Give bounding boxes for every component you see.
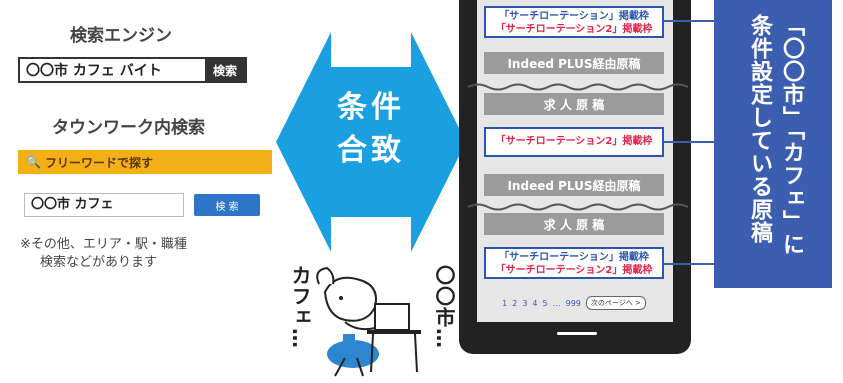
- thought-cafe: カフェ…: [288, 265, 312, 349]
- wave-divider-icon: [468, 203, 688, 211]
- arrow-text-line-1: 条件: [337, 90, 405, 125]
- search-engine-heading: 検索エンジン: [70, 26, 172, 46]
- wave-divider-icon: [468, 83, 688, 91]
- note-line-2: 検索などがあります: [40, 255, 158, 270]
- townwork-search-heading: タウンワーク内検索: [52, 118, 205, 138]
- search-engine-box[interactable]: 〇〇市 カフェ バイト 検索: [18, 57, 247, 83]
- card-line-1: 「サーチローテーション」掲載枠: [499, 252, 649, 263]
- page-link[interactable]: 999: [565, 298, 581, 308]
- callout-box: [714, 0, 832, 288]
- page-link[interactable]: 5: [542, 298, 548, 308]
- page-link[interactable]: 3: [522, 298, 528, 308]
- search-engine-button[interactable]: 検索: [205, 59, 245, 81]
- mouse-character-illustration: [316, 266, 421, 377]
- callout-line-1: 「〇〇市」「カフェ」に: [779, 14, 804, 256]
- freeword-label: フリーワードで探す: [44, 155, 153, 170]
- freeword-bar: 🔍 フリーワードで探す: [18, 150, 272, 174]
- card-line-1: 「サーチローテーション2」掲載枠: [495, 136, 653, 147]
- connector-line: [664, 141, 714, 143]
- townwork-search-input[interactable]: 〇〇市 カフェ: [24, 193, 184, 217]
- arrow-text-line-2: 合致: [337, 133, 405, 168]
- card-line-2: 「サーチローテーション2」掲載枠: [495, 265, 653, 276]
- search-rotation-card[interactable]: 「サーチローテーション」掲載枠 「サーチローテーション2」掲載枠: [484, 247, 664, 279]
- card-line-1: 「サーチローテーション」掲載枠: [499, 11, 649, 22]
- page-link[interactable]: 2: [512, 298, 518, 308]
- search-icon: 🔍: [26, 155, 41, 169]
- indeed-plus-row: Indeed PLUS経由原稿: [484, 52, 664, 74]
- connector-line: [664, 263, 714, 265]
- home-indicator: [557, 332, 597, 335]
- indeed-plus-row: Indeed PLUS経由原稿: [484, 174, 664, 196]
- job-listing-row: 求 人 原 稿: [484, 213, 664, 235]
- townwork-search-button[interactable]: 検 索: [194, 194, 260, 216]
- search-rotation-card[interactable]: 「サーチローテーション2」掲載枠: [484, 127, 664, 157]
- page-ellipsis: …: [552, 298, 561, 308]
- page-link[interactable]: 4: [532, 298, 538, 308]
- page-link[interactable]: 1: [502, 298, 508, 308]
- next-page-button[interactable]: 次のページへ >: [585, 296, 646, 310]
- double-arrow-icon: [276, 32, 466, 252]
- search-engine-query[interactable]: 〇〇市 カフェ バイト: [26, 63, 162, 79]
- callout-line-2: 条件設定している原稿: [747, 14, 772, 244]
- thought-city: 〇〇市…: [432, 265, 456, 349]
- note-line-1: ※その他、エリア・駅・職種: [20, 237, 187, 252]
- pagination: 1 2 3 4 5 … 999 次のページへ >: [484, 296, 664, 310]
- card-line-2: 「サーチローテーション2」掲載枠: [495, 24, 653, 35]
- job-listing-row: 求 人 原 稿: [484, 93, 664, 115]
- search-rotation-card[interactable]: 「サーチローテーション」掲載枠 「サーチローテーション2」掲載枠: [484, 6, 664, 38]
- connector-line: [664, 20, 714, 22]
